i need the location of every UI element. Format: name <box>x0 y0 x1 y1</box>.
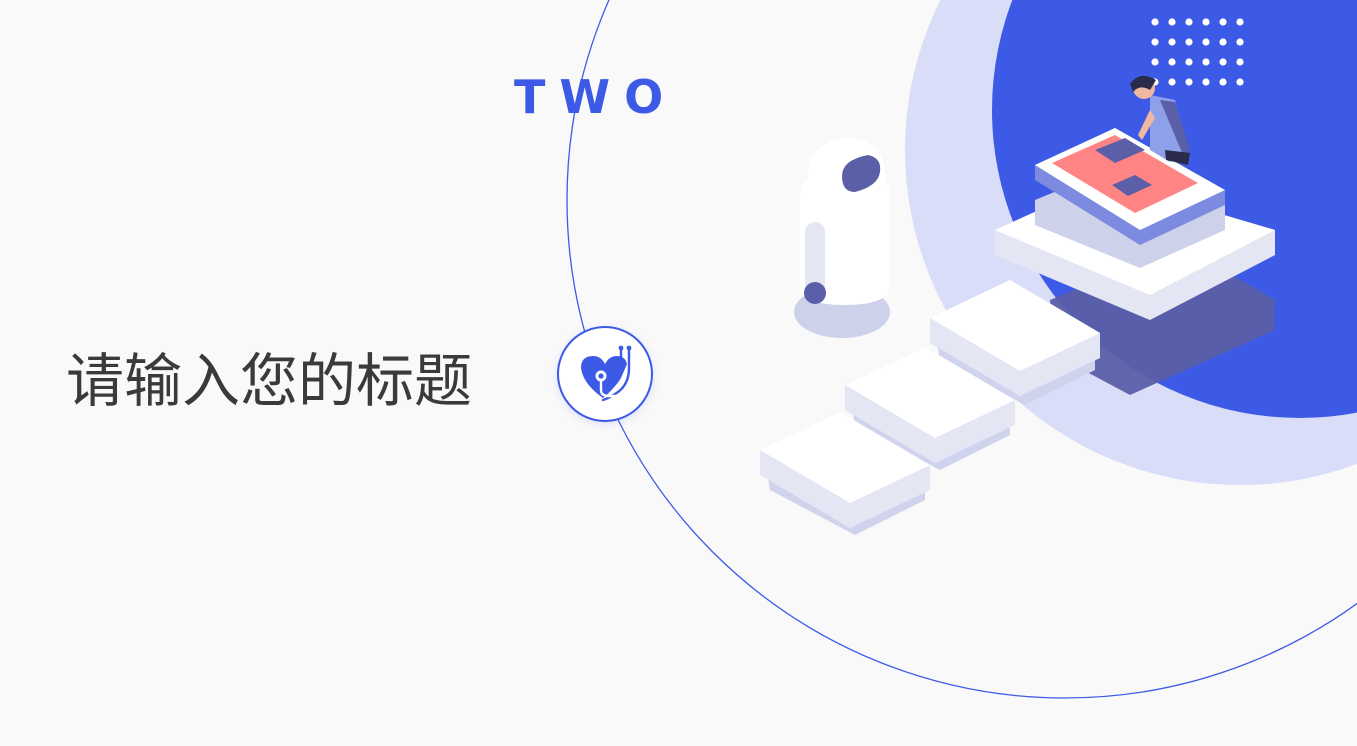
step-1 <box>930 280 1100 396</box>
section-badge <box>557 326 653 422</box>
robot-figure <box>794 138 890 338</box>
page-title: 请输入您的标题 <box>66 347 473 415</box>
person-figure <box>1130 75 1190 165</box>
dot-grid <box>1151 18 1244 86</box>
table <box>1035 128 1225 245</box>
heart-stethoscope-icon <box>581 345 632 402</box>
section-label: TWO <box>514 70 678 124</box>
step-2 <box>845 347 1015 463</box>
outline-ring <box>566 0 1357 699</box>
step-3 <box>760 412 930 528</box>
